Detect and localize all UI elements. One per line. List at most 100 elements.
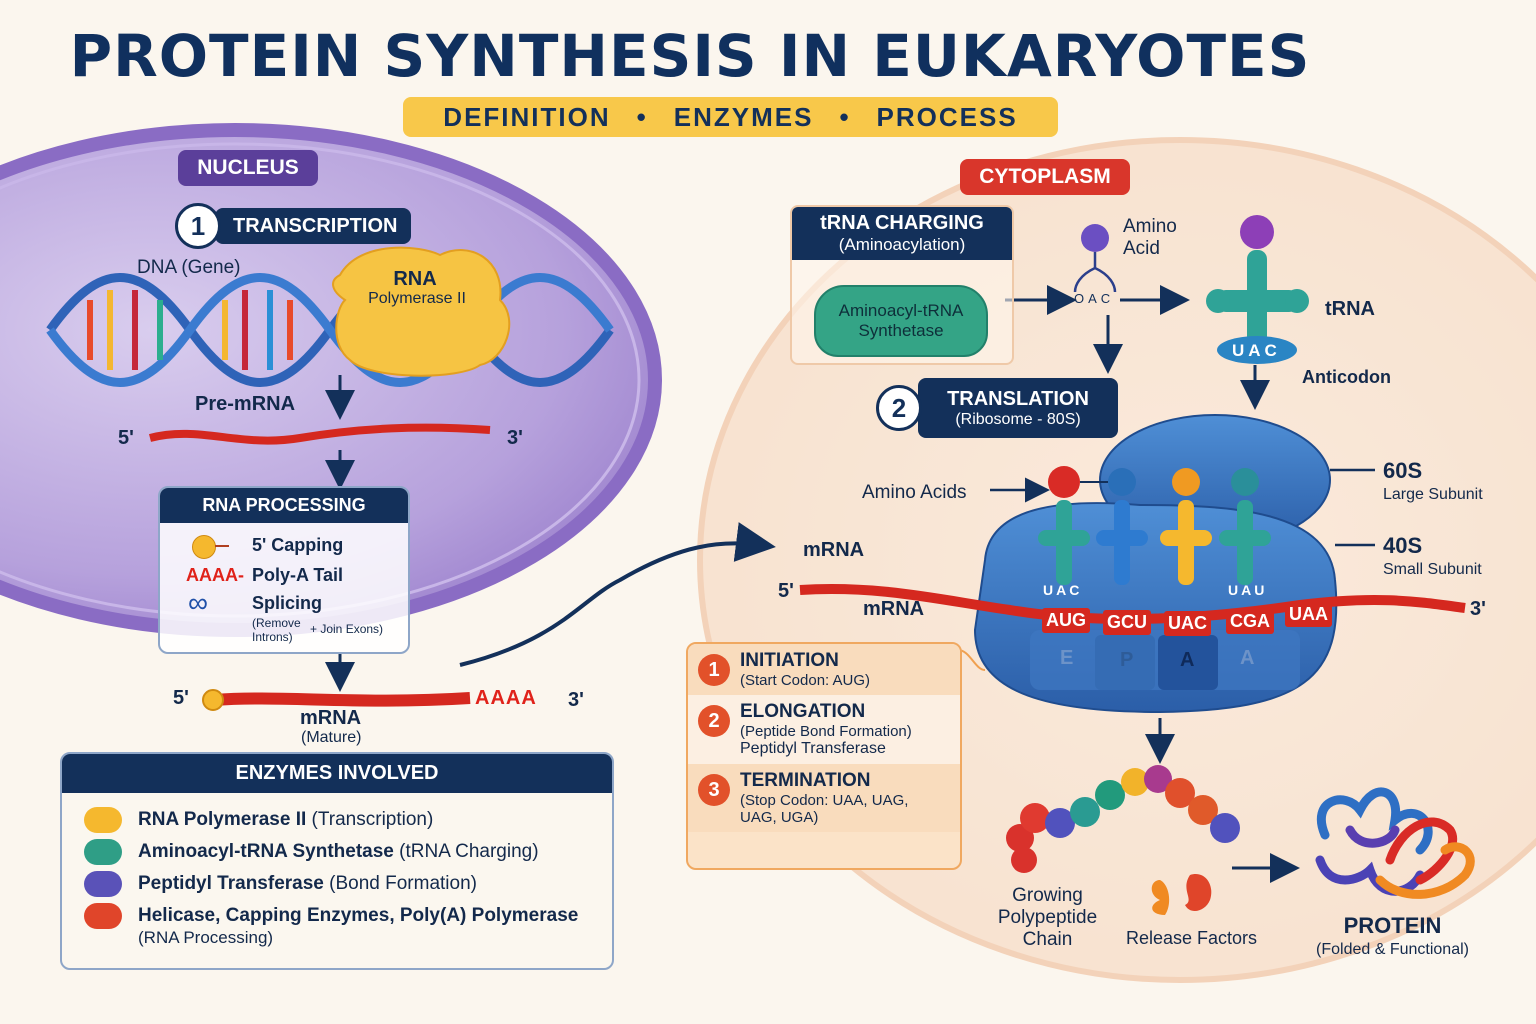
subtitle-definition: DEFINITION xyxy=(443,101,611,132)
page-title: PROTEIN SYNTHESIS IN EUKARYOTES xyxy=(69,22,1311,90)
rna-processing-title: RNA PROCESSING xyxy=(160,488,408,523)
cytoplasm-label: CYTOPLASM xyxy=(960,159,1130,195)
stage-line: (Start Codon: AUG) xyxy=(740,672,871,689)
codon: UAC xyxy=(1164,611,1211,636)
synthetase-swatch-icon xyxy=(84,839,122,865)
subtitle-separator: • xyxy=(636,101,648,132)
stage-line: (Stop Codon: UAA, UAG, xyxy=(740,792,909,809)
pre-mrna-5prime: 5' xyxy=(118,427,134,449)
ribosome-site-e: E xyxy=(1060,647,1074,669)
splicing-detail-a: (Remove xyxy=(252,616,301,630)
stage-title: INITIATION xyxy=(740,650,839,671)
enzyme-item: Helicase, Capping Enzymes, Poly(A) Polym… xyxy=(84,903,590,949)
processing-enzymes-swatch-icon xyxy=(84,903,122,929)
enzyme-name: Aminoacyl-tRNA Synthetase xyxy=(138,841,394,862)
translation-label-box: TRANSLATION (Ribosome - 80S) xyxy=(918,378,1118,438)
mature-mrna-sublabel: (Mature) xyxy=(301,729,362,746)
transferase-swatch-icon xyxy=(84,871,122,897)
subtitle-process: PROCESS xyxy=(876,101,1018,132)
polypeptide-chain xyxy=(1006,765,1240,873)
mrna-cap xyxy=(202,689,224,711)
amino-acids-label: Amino Acids xyxy=(862,482,967,503)
splicing-detail-c: Introns) xyxy=(252,630,293,644)
stage-number: 2 xyxy=(698,705,730,737)
folded-protein xyxy=(1315,787,1475,899)
codon: CGA xyxy=(1226,609,1274,634)
trna-anticodon: UAC xyxy=(1043,582,1083,598)
trna-charging-panel: tRNA CHARGING (Aminoacylation) Aminoacyl… xyxy=(790,205,1014,365)
stage-line: UAG, UGA) xyxy=(740,809,819,826)
enzyme-role: (tRNA Charging) xyxy=(399,841,539,862)
anticodon-label: Anticodon xyxy=(1302,367,1391,387)
stage-line: Peptidyl Transferase xyxy=(740,740,886,757)
transcription-heading: 1 TRANSCRIPTION xyxy=(175,203,412,249)
amino-acid-label-1: Amino xyxy=(1123,216,1177,237)
pre-mrna-strand xyxy=(148,423,491,445)
synthetase-line1: Aminoacyl-tRNA xyxy=(838,301,964,320)
mature-mrna-strand xyxy=(214,692,471,707)
rna-processing-panel: RNA PROCESSING 5' Capping AAAA- Poly-A T… xyxy=(158,486,410,654)
translation-label: TRANSLATION xyxy=(947,387,1089,410)
charged-trna xyxy=(1206,215,1309,364)
enzyme-name: RNA Polymerase II xyxy=(138,809,307,830)
large-subunit-name: 60S xyxy=(1383,458,1423,483)
transcription-label: TRANSCRIPTION xyxy=(215,208,412,244)
polypeptide-label: Growing Polypeptide Chain xyxy=(985,885,1110,951)
ribosome-site-a2: A xyxy=(1240,647,1255,669)
polypeptide-label-line2: Polypeptide xyxy=(997,907,1098,928)
step-1-badge: 1 xyxy=(175,203,221,249)
dna-label: DNA (Gene) xyxy=(137,257,241,278)
polypeptide-label-line1: Growing xyxy=(1012,885,1083,906)
stage-termination: 3 TERMINATION (Stop Codon: UAA, UAG, UAG… xyxy=(688,764,960,832)
subtitle-banner: DEFINITION • ENZYMES • PROCESS xyxy=(403,97,1058,137)
ribosome-trnas xyxy=(1038,466,1271,585)
small-subunit-name: 40S xyxy=(1383,533,1423,558)
capping-label: 5' Capping xyxy=(252,535,344,555)
trna-label: tRNA xyxy=(1325,298,1375,320)
synthetase-enzyme: Aminoacyl-tRNA Synthetase xyxy=(814,285,988,357)
codon: GCU xyxy=(1103,610,1151,635)
pre-mrna-label: Pre-mRNA xyxy=(195,393,296,415)
stage-number: 1 xyxy=(698,654,730,686)
subtitle-separator: • xyxy=(839,101,851,132)
ribosome-mrna-label-top: mRNA xyxy=(803,539,865,561)
release-factor-1 xyxy=(1151,880,1170,915)
ribosome-site-p: P xyxy=(1120,649,1134,671)
intermediate-code: OAC xyxy=(1074,291,1115,306)
stage-title: ELONGATION xyxy=(740,701,866,722)
trna-anticodon: UAU xyxy=(1228,582,1268,598)
amino-acid-sphere xyxy=(1081,224,1109,252)
stage-number: 3 xyxy=(698,774,730,806)
translation-sublabel: (Ribosome - 80S) xyxy=(955,410,1081,428)
polya-label: Poly-A Tail xyxy=(252,565,344,585)
anticodon-sequence: UAC xyxy=(1232,341,1281,360)
cap-icon xyxy=(192,535,216,559)
polypeptide-label-line3: Chain xyxy=(1022,929,1073,950)
rna-polymerase-shape xyxy=(332,246,511,377)
trna-charging-subtitle: (Aminoacylation) xyxy=(838,235,966,254)
cap-stem xyxy=(215,545,229,547)
enzyme-name: Helicase, Capping Enzymes, Poly(A) Polym… xyxy=(138,905,579,926)
enzyme-role: (Bond Formation) xyxy=(329,873,477,894)
ribosome-3prime: 3' xyxy=(1470,598,1486,620)
enzyme-item: RNA Polymerase II (Transcription) xyxy=(84,807,590,833)
mature-mrna-5prime: 5' xyxy=(173,687,189,709)
stage-line: (Peptide Bond Formation) xyxy=(740,723,912,740)
large-subunit-desc: Large Subunit xyxy=(1383,486,1483,503)
nucleus-label: NUCLEUS xyxy=(178,150,318,186)
mature-mrna-polya: AAAA xyxy=(475,687,537,709)
small-subunit-desc: Small Subunit xyxy=(1383,561,1482,578)
step-2-badge: 2 xyxy=(876,385,922,431)
trna-charging-title: tRNA CHARGING xyxy=(820,212,984,234)
ribosome-site-a: A xyxy=(1180,649,1195,671)
codon: UAA xyxy=(1285,602,1332,627)
splicing-loop-icon: ∞ xyxy=(188,587,208,618)
rna-polymerase-swatch-icon xyxy=(84,807,122,833)
mature-mrna-label: mRNA xyxy=(300,707,362,729)
trna-charging-header: tRNA CHARGING (Aminoacylation) xyxy=(792,207,1012,260)
release-factor-2 xyxy=(1185,874,1212,912)
subtitle-enzymes: ENZYMES xyxy=(673,101,814,132)
enzymes-panel: ENZYMES INVOLVED RNA Polymerase II (Tran… xyxy=(60,752,614,970)
polya-icon: AAAA- xyxy=(186,565,244,585)
stage-elongation: 2 ELONGATION (Peptide Bond Formation) Pe… xyxy=(688,695,960,764)
